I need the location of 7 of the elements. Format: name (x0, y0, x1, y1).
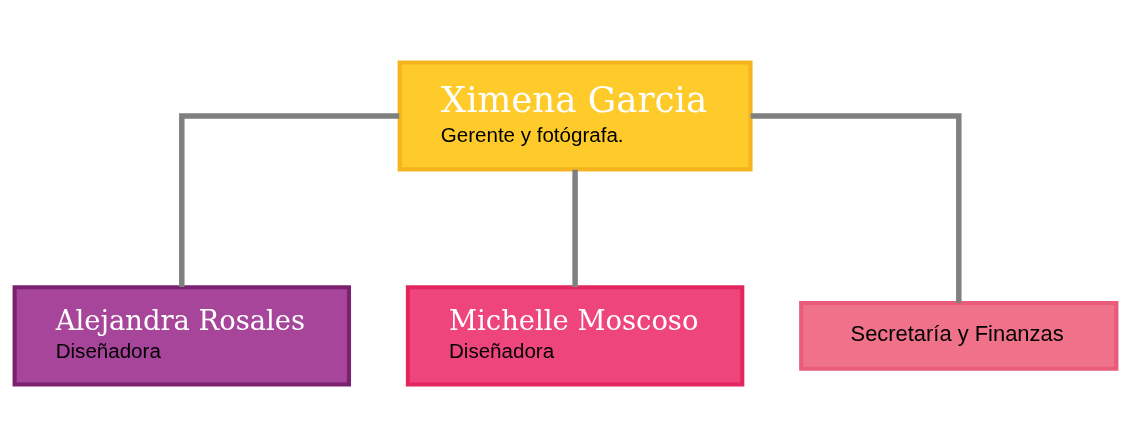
node-box: Alejandra Rosales Diseñadora (12, 285, 352, 387)
node-box: Michelle Moscoso Diseñadora (405, 285, 745, 387)
node-box: Secretaría y Finanzas (799, 300, 1119, 371)
connector (750, 113, 962, 303)
connector (179, 113, 400, 288)
node-box: Ximena Garcia Gerente y fotógrafa. (397, 60, 753, 172)
connector (572, 169, 578, 288)
